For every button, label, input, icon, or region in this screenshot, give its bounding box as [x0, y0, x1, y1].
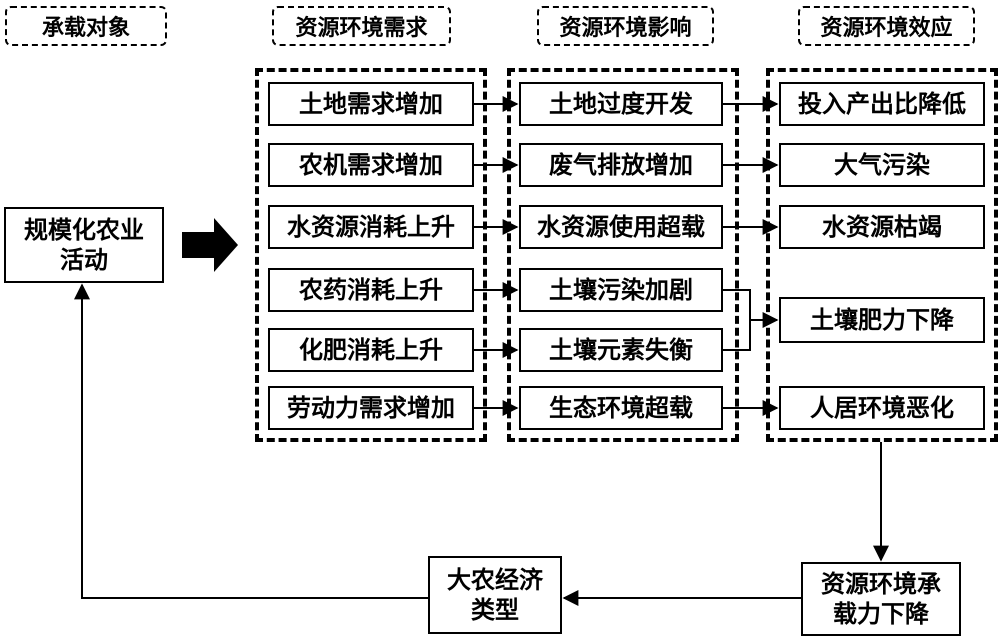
demand-group [255, 68, 487, 442]
impact-item: 土壤污染加剧 [519, 268, 723, 312]
header-carrier: 承载对象 [5, 6, 167, 46]
header-impact: 资源环境影响 [537, 6, 714, 46]
effect-group [766, 68, 998, 442]
effect-item: 水资源枯竭 [779, 205, 985, 249]
capacity-decline-box: 资源环境承 载力下降 [801, 562, 961, 636]
impact-group [507, 68, 739, 442]
demand-item: 劳动力需求增加 [268, 386, 474, 430]
economy-type-box: 大农经济 类型 [428, 556, 562, 634]
impact-item: 土地过度开发 [519, 82, 723, 126]
impact-item: 土壤元素失衡 [519, 328, 723, 372]
impact-item: 生态环境超载 [519, 386, 723, 430]
effect-item: 投入产出比降低 [779, 82, 985, 126]
impact-item: 水资源使用超载 [519, 205, 723, 249]
arrow-to-subject [74, 283, 428, 599]
demand-item: 农机需求增加 [268, 143, 474, 187]
header-demand: 资源环境需求 [272, 6, 451, 46]
header-effect: 资源环境效应 [798, 6, 975, 46]
effect-item: 大气污染 [779, 143, 985, 187]
block-arrow [182, 218, 238, 272]
effect-item: 土壤肥力下降 [779, 297, 985, 343]
demand-item: 水资源消耗上升 [268, 205, 474, 249]
effect-item: 人居环境恶化 [779, 386, 985, 430]
demand-item: 化肥消耗上升 [268, 328, 474, 372]
subject-box: 规模化农业 活动 [4, 207, 164, 283]
demand-item: 土地需求增加 [268, 82, 474, 126]
merge-bracket [723, 289, 751, 351]
demand-item: 农药消耗上升 [268, 268, 474, 312]
impact-item: 废气排放增加 [519, 143, 723, 187]
